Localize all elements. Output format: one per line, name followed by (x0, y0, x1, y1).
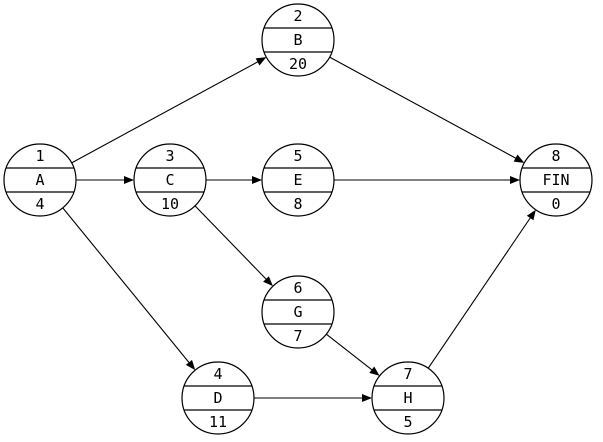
edge-line (62, 207, 192, 366)
edges-layer (62, 56, 536, 402)
node-duration: 0 (551, 195, 560, 213)
node-circle (261, 3, 335, 77)
node-number: 4 (213, 365, 222, 383)
activity-node-c: 3C 10 (133, 143, 207, 217)
edge-line (427, 214, 533, 369)
edge-line (326, 333, 376, 373)
node-duration: 10 (161, 195, 179, 213)
node-circle (3, 143, 77, 217)
arrowhead-icon (185, 359, 196, 371)
edge-line (329, 56, 520, 161)
activity-node-a: 1A 4 (3, 143, 77, 217)
edge-line (71, 59, 262, 164)
node-label: A (35, 171, 44, 189)
node-duration: 20 (289, 55, 307, 73)
node-number: 7 (403, 365, 412, 383)
node-label: G (293, 303, 302, 321)
edge-n1-n4 (62, 207, 196, 371)
edge-n3-n6 (194, 205, 273, 287)
node-label: B (293, 31, 302, 49)
activity-node-b: 2B 20 (261, 3, 335, 77)
activity-node-d: 4D 11 (181, 361, 255, 435)
arrowhead-icon (362, 394, 372, 402)
node-duration: 4 (35, 195, 44, 213)
node-number: 8 (551, 147, 560, 165)
arrowhead-icon (369, 366, 380, 376)
activity-node-e: 5E 8 (261, 143, 335, 217)
edge-n5-n8 (334, 176, 520, 184)
node-circle (261, 143, 335, 217)
node-label: FIN (542, 171, 569, 189)
edge-n3-n5 (206, 176, 262, 184)
node-circle (371, 361, 445, 435)
node-number: 2 (293, 7, 302, 25)
arrowhead-icon (526, 209, 536, 221)
arrowhead-icon (510, 176, 520, 184)
node-label: D (213, 389, 222, 407)
node-label: C (165, 171, 174, 189)
edge-n2-n8 (329, 56, 525, 163)
node-duration: 8 (293, 195, 302, 213)
arrowhead-icon (124, 176, 134, 184)
node-label: E (293, 171, 302, 189)
edge-n7-n8 (427, 209, 536, 369)
activity-node-g: 6G 7 (261, 275, 335, 349)
edge-n1-n2 (71, 57, 267, 164)
node-duration: 11 (209, 413, 227, 431)
node-number: 1 (35, 147, 44, 165)
node-duration: 5 (403, 413, 412, 431)
node-circle (133, 143, 207, 217)
edge-n6-n7 (326, 333, 380, 376)
edge-n1-n3 (76, 176, 134, 184)
node-duration: 7 (293, 327, 302, 345)
arrowhead-icon (513, 154, 525, 163)
edge-line (194, 205, 270, 283)
node-circle (261, 275, 335, 349)
edge-n4-n7 (254, 394, 372, 402)
node-circle (519, 143, 593, 217)
node-number: 5 (293, 147, 302, 165)
arrowhead-icon (255, 57, 267, 66)
activity-node-h: 7H 5 (371, 361, 445, 435)
node-number: 3 (165, 147, 174, 165)
arrowhead-icon (263, 276, 273, 287)
arrowhead-icon (252, 176, 262, 184)
node-number: 6 (293, 279, 302, 297)
node-label: H (403, 389, 412, 407)
node-circle (181, 361, 255, 435)
